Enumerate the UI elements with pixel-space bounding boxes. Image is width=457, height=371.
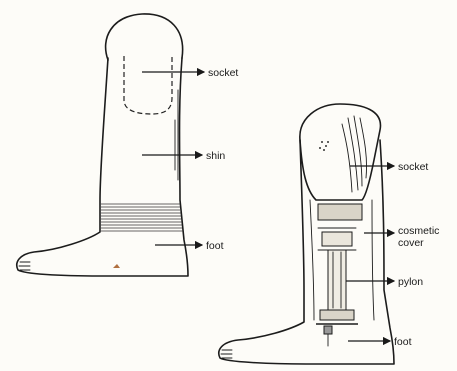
left-socket-label: socket [208,67,238,79]
left-leg-outline [17,58,188,276]
right-cover-seam-right [372,200,374,320]
right-pylon-label: pylon [398,276,423,288]
right-bolt-head [324,326,332,334]
right-socket-shading [319,116,367,192]
left-socket-cap [106,14,183,60]
right-socket-label: socket [398,161,428,173]
left-foot-label: foot [206,240,224,252]
left-foot-mark [113,264,120,268]
right-ankle-clamp [320,310,354,320]
right-socket-outer [300,104,381,200]
left-shin-shading [175,90,178,180]
right-cosmetic-cover-label-line1: cosmetic [398,225,439,237]
right-pylon-adapter [322,232,352,246]
left-prosthesis [17,14,188,276]
left-toes [19,262,30,270]
right-cover-seam-left [310,200,314,320]
left-shin-label: shin [206,150,225,162]
right-prosthesis [219,104,394,364]
right-cosmetic-cover-label-line2: cover [398,237,424,249]
right-cosmetic-cover-outline [219,140,394,364]
left-ankle-band [101,204,183,231]
left-socket-inner-line [124,56,172,114]
right-pylon-tube [328,250,346,310]
right-toes [221,350,232,358]
right-foot-label: foot [394,336,412,348]
right-socket-base [318,204,362,220]
